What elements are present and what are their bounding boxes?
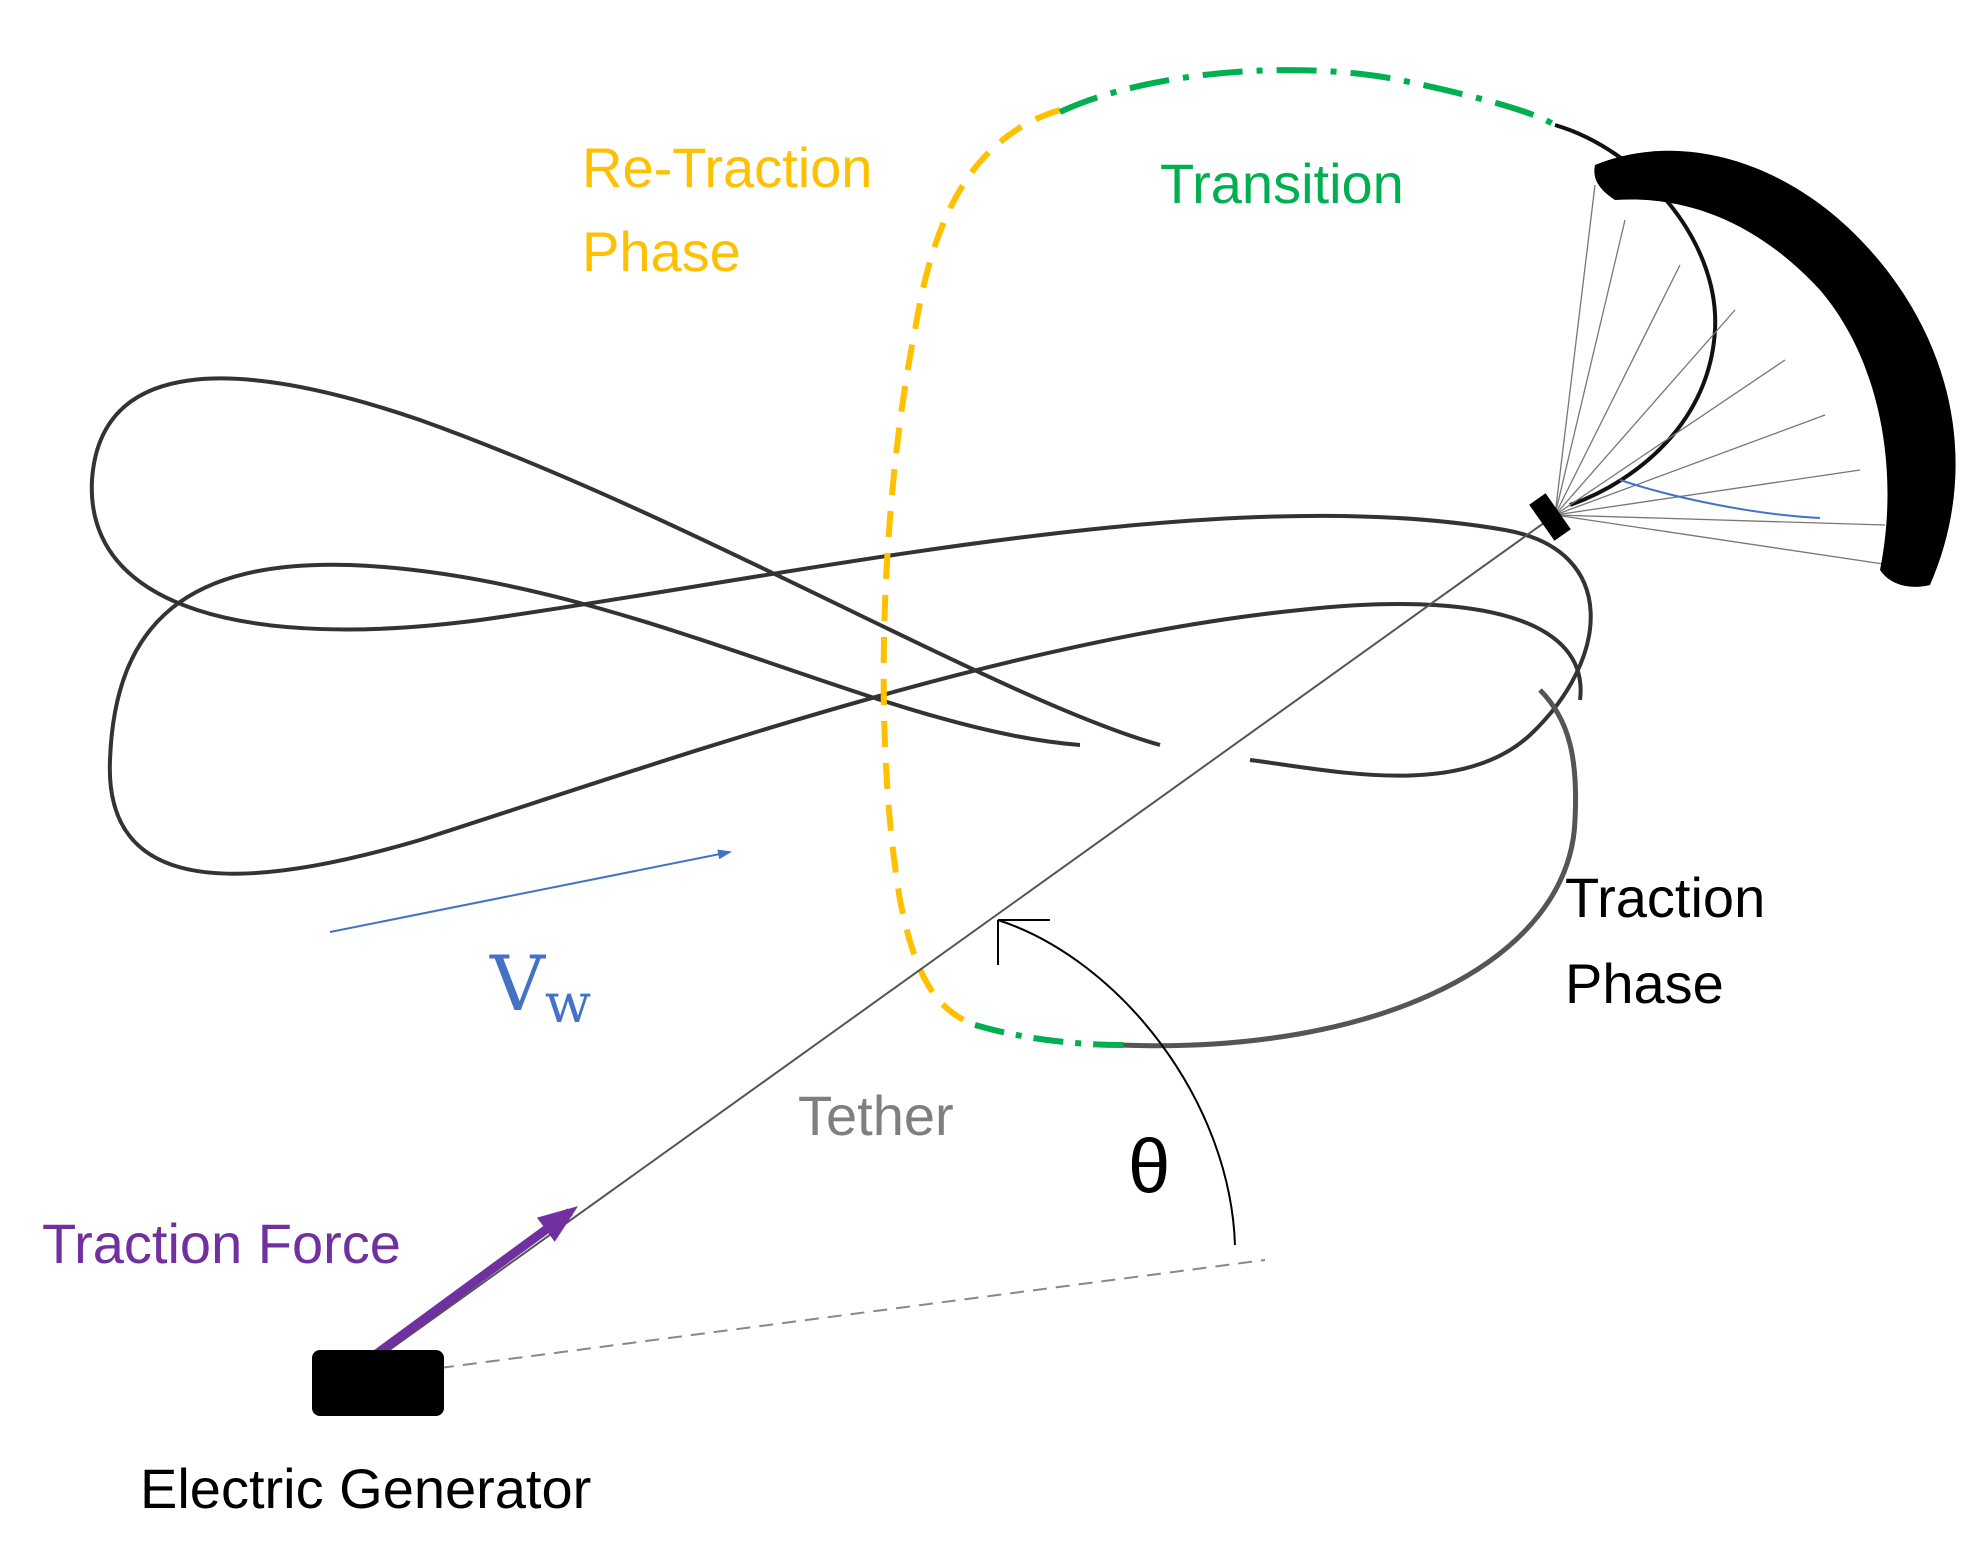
angle-label: θ	[1128, 1124, 1170, 1209]
wind-arrow	[329, 849, 732, 933]
traction-force-arrow	[372, 1206, 579, 1359]
transition-path-bottom	[974, 1022, 1126, 1048]
wind-velocity-label: Vw	[489, 939, 591, 1035]
kite-icon	[1594, 150, 1956, 587]
tether-label: Tether	[798, 1084, 954, 1147]
wind-velocity-subscript: w	[545, 972, 591, 1035]
transition-label: Transition	[1160, 152, 1404, 215]
tether-line	[377, 514, 1556, 1359]
traction-phase-path	[1119, 688, 1579, 1049]
traction-phase-label-line2: Phase	[1565, 952, 1724, 1015]
wind-velocity-symbol: V	[489, 939, 546, 1028]
traction-phase-label-line1: Traction	[1565, 866, 1765, 929]
generator-block	[312, 1350, 444, 1416]
traction-force-label: Traction Force	[42, 1212, 401, 1275]
generator-label: Electric Generator	[140, 1457, 591, 1520]
ground-reference-line	[439, 1259, 1266, 1369]
figure-eight-path-upper	[89, 376, 1593, 778]
figure-eight-path-lower	[107, 562, 1583, 876]
kite-velocity-line	[1619, 479, 1821, 519]
kite-bridle-lines	[1554, 184, 1891, 566]
angle-arc	[997, 919, 1236, 1246]
retraction-label-line2: Phase	[582, 220, 741, 283]
retraction-path	[880, 107, 1061, 1028]
transition-path-top	[1058, 67, 1557, 128]
angle-arc-arrowhead	[997, 919, 1050, 965]
kite-control-pod	[1529, 493, 1571, 541]
retraction-label-line1: Re-Traction	[582, 136, 872, 199]
